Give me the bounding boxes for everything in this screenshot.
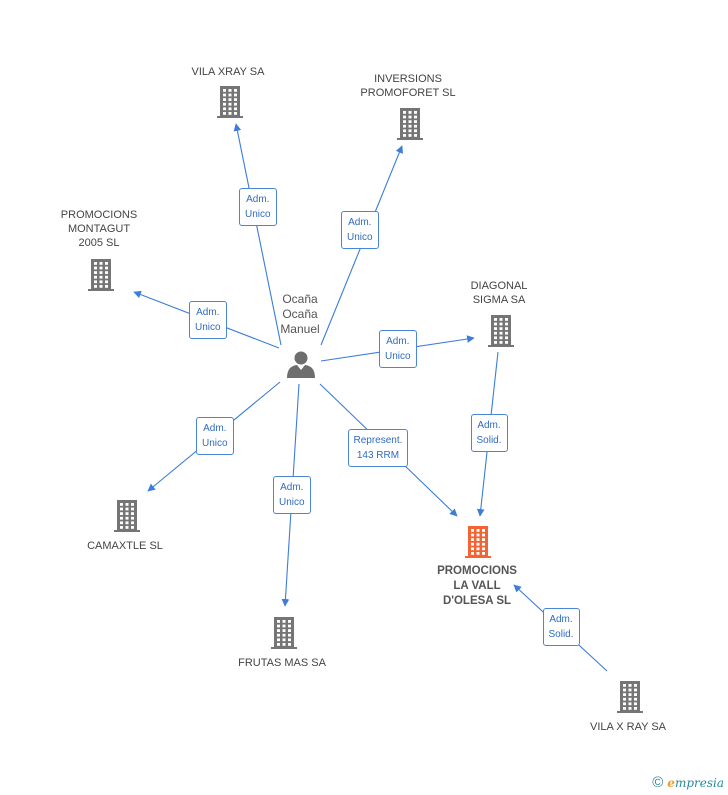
company-name-camaxtle: CAMAXTLE SL: [87, 540, 163, 552]
edge-label-vila-xray: Adm. Unico: [239, 188, 277, 226]
building-icon: [488, 315, 514, 347]
edge-label-camaxtle: Adm. Unico: [196, 417, 234, 455]
edge-label-promocions-vall: Adm. Solid.: [542, 608, 580, 646]
edge-label-montagut: Adm. Unico: [189, 301, 227, 339]
building-icon: [617, 681, 643, 713]
person-icon: [287, 351, 315, 378]
copyright-symbol: ©: [652, 774, 664, 791]
building-icon: [397, 108, 423, 140]
brand-name: mpresia: [674, 776, 724, 790]
empresia-watermark: ©empresia: [652, 774, 724, 791]
building-icon: [88, 259, 114, 291]
brand-initial: e: [667, 776, 675, 790]
building-icon: [465, 526, 491, 558]
edge-label-promocions-vall: Represent. 143 RRM: [347, 429, 409, 467]
edge-label-diagonal: Adm. Unico: [379, 330, 417, 368]
company-name-inversions: INVERSIONS PROMOFORET SL: [360, 73, 456, 99]
building-icon: [217, 86, 243, 118]
company-name-frutas: FRUTAS MAS SA: [238, 657, 326, 669]
building-icon: [114, 500, 140, 532]
company-name-vila-x-ray: VILA X RAY SA: [589, 721, 667, 733]
company-name-vila-xray: VILA XRAY SA: [191, 66, 265, 78]
edge-label-promocions-vall: Adm. Solid.: [470, 414, 508, 452]
company-name-diagonal: DIAGONAL SIGMA SA: [470, 280, 528, 306]
edge-person-to-vila-xray: [233, 123, 282, 346]
building-icon: [271, 617, 297, 649]
company-name-montagut: PROMOCIONS MONTAGUT 2005 SL: [60, 209, 138, 249]
company-name-promocions-vall: PROMOCIONS LA VALL D'OLESA SL: [437, 565, 517, 607]
edge-label-inversions: Adm. Unico: [341, 211, 379, 249]
person-name: Ocaña Ocaña Manuel: [280, 292, 320, 336]
edge-label-frutas: Adm. Unico: [273, 476, 311, 514]
